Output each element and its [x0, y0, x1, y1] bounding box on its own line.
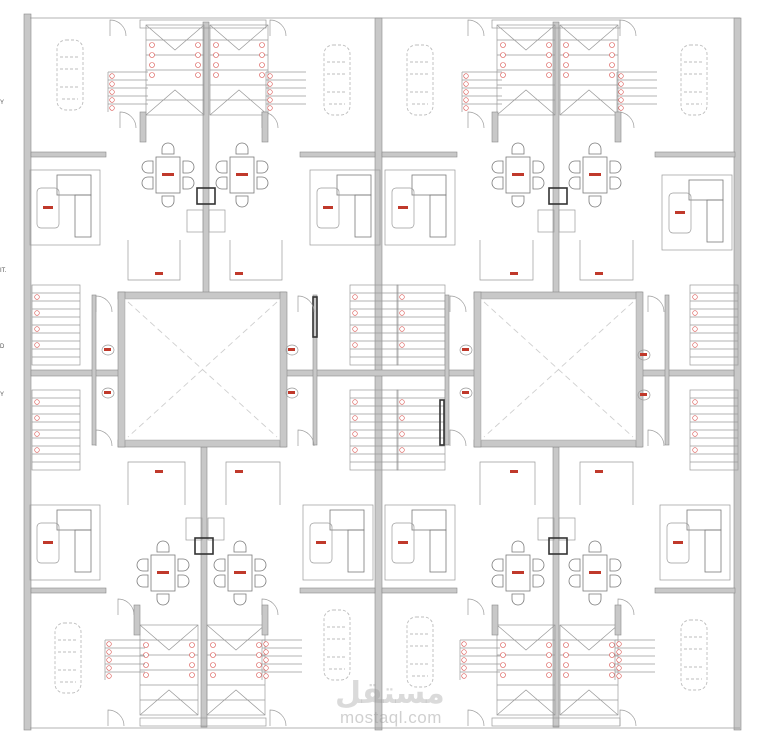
edge-fragment: IT. — [0, 268, 7, 274]
watermark-arabic: مستقل — [335, 676, 445, 711]
edge-fragment: Y — [0, 100, 5, 106]
watermark-latin: mostaql.com — [340, 708, 442, 727]
edge-fragment: D — [0, 344, 5, 350]
edge-fragment: Y — [0, 392, 5, 398]
